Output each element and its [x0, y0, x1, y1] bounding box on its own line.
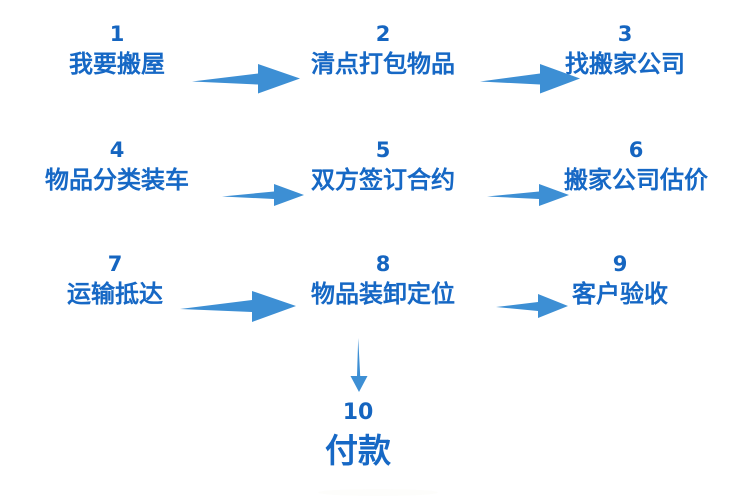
step-label-3: 找搬家公司	[565, 50, 685, 79]
step-node-7[interactable]: 7 运输抵达	[67, 252, 163, 309]
step-label-10: 付款	[325, 431, 391, 471]
step-number-3: 3	[617, 22, 633, 46]
step-node-2[interactable]: 2 清点打包物品	[311, 22, 455, 79]
arrow-step-7-to-8-icon	[180, 290, 296, 324]
step-number-2: 2	[375, 22, 391, 46]
step-number-1: 1	[109, 22, 125, 46]
step-number-7: 7	[107, 252, 123, 276]
arrow-step-4-to-5-icon	[222, 182, 304, 208]
step-node-1[interactable]: 1 我要搬屋	[69, 22, 165, 79]
arrow-step-1-to-2-icon	[192, 62, 300, 96]
step-label-9: 客户验收	[572, 280, 668, 309]
arrow-step-8-to-10-icon	[348, 338, 370, 392]
step-number-4: 4	[109, 138, 125, 162]
step-label-2: 清点打包物品	[311, 50, 455, 79]
step-node-10[interactable]: 10 付款	[325, 400, 391, 472]
step-node-5[interactable]: 5 双方签订合约	[311, 138, 455, 195]
step-label-7: 运输抵达	[67, 280, 163, 309]
arrow-step-8-to-9-icon	[496, 292, 568, 320]
step-number-5: 5	[375, 138, 391, 162]
step-number-9: 9	[612, 252, 628, 276]
step-label-6: 搬家公司估价	[564, 166, 708, 195]
bottom-edge-artifact	[318, 489, 438, 496]
step-number-8: 8	[375, 252, 391, 276]
step-label-5: 双方签订合约	[311, 166, 455, 195]
arrow-step-2-to-3-icon	[480, 62, 580, 96]
step-number-6: 6	[628, 138, 644, 162]
step-label-4: 物品分类装车	[45, 166, 189, 195]
step-node-8[interactable]: 8 物品装卸定位	[311, 252, 455, 309]
step-node-6[interactable]: 6 搬家公司估价	[564, 138, 708, 195]
step-number-10: 10	[342, 400, 374, 425]
step-node-3[interactable]: 3 找搬家公司	[565, 22, 685, 79]
step-label-1: 我要搬屋	[69, 50, 165, 79]
step-node-4[interactable]: 4 物品分类装车	[45, 138, 189, 195]
arrow-step-5-to-6-icon	[487, 182, 569, 208]
step-label-8: 物品装卸定位	[311, 280, 455, 309]
step-node-9[interactable]: 9 客户验收	[572, 252, 668, 309]
